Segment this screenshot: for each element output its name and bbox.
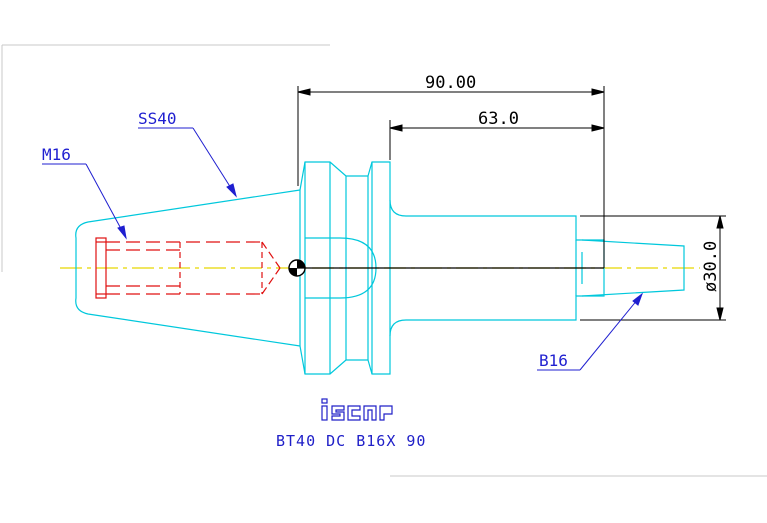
dimension-overall-length	[297, 86, 605, 268]
iscar-logo	[321, 398, 393, 421]
sheet-border	[1, 44, 767, 477]
dimension-projection-length	[389, 120, 605, 160]
callout-b16	[537, 292, 644, 371]
callout-ss40	[138, 127, 237, 198]
callout-m16-label: M16	[42, 145, 71, 164]
callout-b16-label: B16	[539, 351, 568, 370]
dimension-63-label: 63.0	[478, 109, 519, 129]
callout-ss40-label: SS40	[138, 109, 177, 128]
dimension-90-label: 90.00	[425, 73, 476, 93]
callout-m16	[42, 163, 127, 240]
part-designation: BT40 DC B16X 90	[276, 432, 426, 450]
dimension-diameter-label: ø30.0	[701, 241, 721, 292]
thread-hidden	[95, 237, 281, 299]
dimension-diameter	[580, 215, 726, 321]
